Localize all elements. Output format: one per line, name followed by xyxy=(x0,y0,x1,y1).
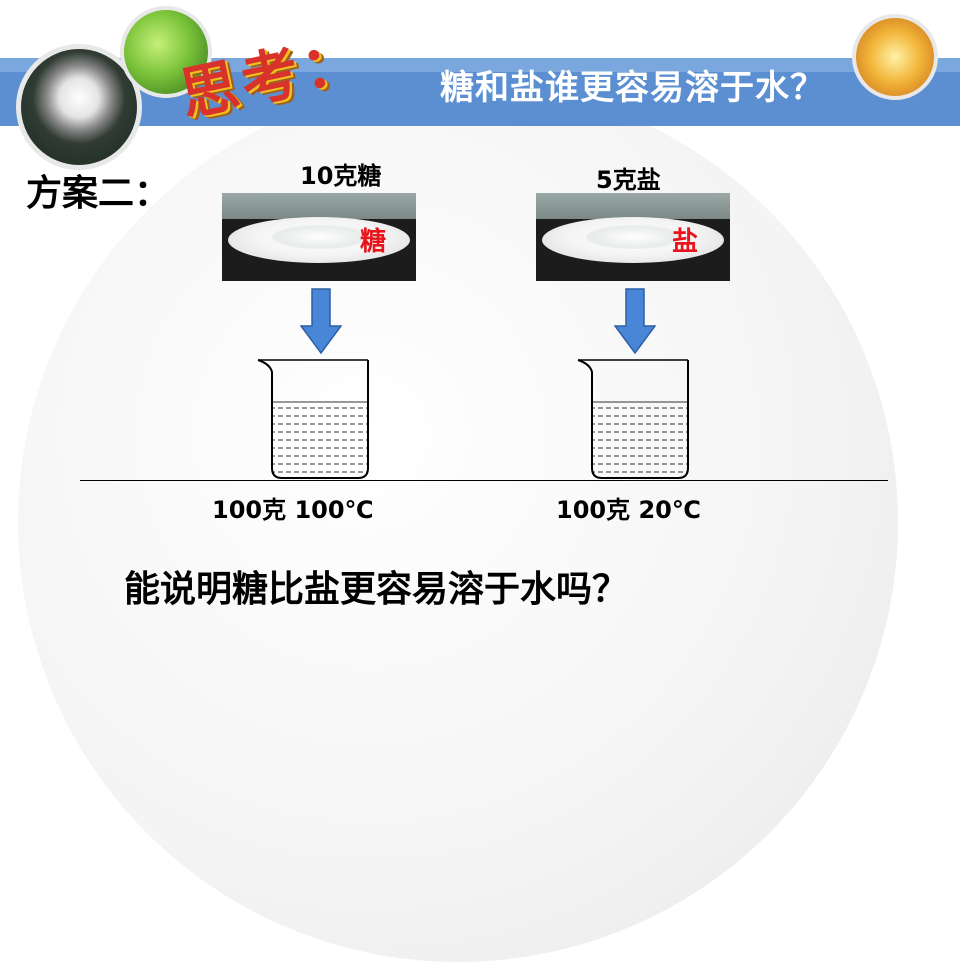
salt-condition-label: 100克 20℃ xyxy=(556,496,701,524)
sugar-photo-tag: 糖 xyxy=(360,227,387,257)
header-band-highlight xyxy=(0,58,960,72)
table-line xyxy=(80,480,888,481)
sugar-amount-label: 10克糖 xyxy=(300,162,382,190)
flower-image xyxy=(852,14,938,100)
plan-label: 方案二： xyxy=(26,172,171,214)
salt-photo-tag: 盐 xyxy=(672,227,699,257)
slide-title: 糖和盐谁更容易溶于水？ xyxy=(440,68,825,108)
sugar-down-arrow xyxy=(300,288,342,354)
salt-down-arrow xyxy=(614,288,656,354)
sugar-beaker xyxy=(257,359,369,479)
sugar-photo: 糖 xyxy=(222,193,416,281)
sugar-condition-label: 100克 100℃ xyxy=(212,496,374,524)
question-text: 能说明糖比盐更容易溶于水吗？ xyxy=(124,568,629,610)
salt-photo: 盐 xyxy=(536,193,730,281)
salt-beaker xyxy=(577,359,689,479)
salt-amount-label: 5克盐 xyxy=(596,166,661,194)
leaf-image xyxy=(120,6,212,98)
